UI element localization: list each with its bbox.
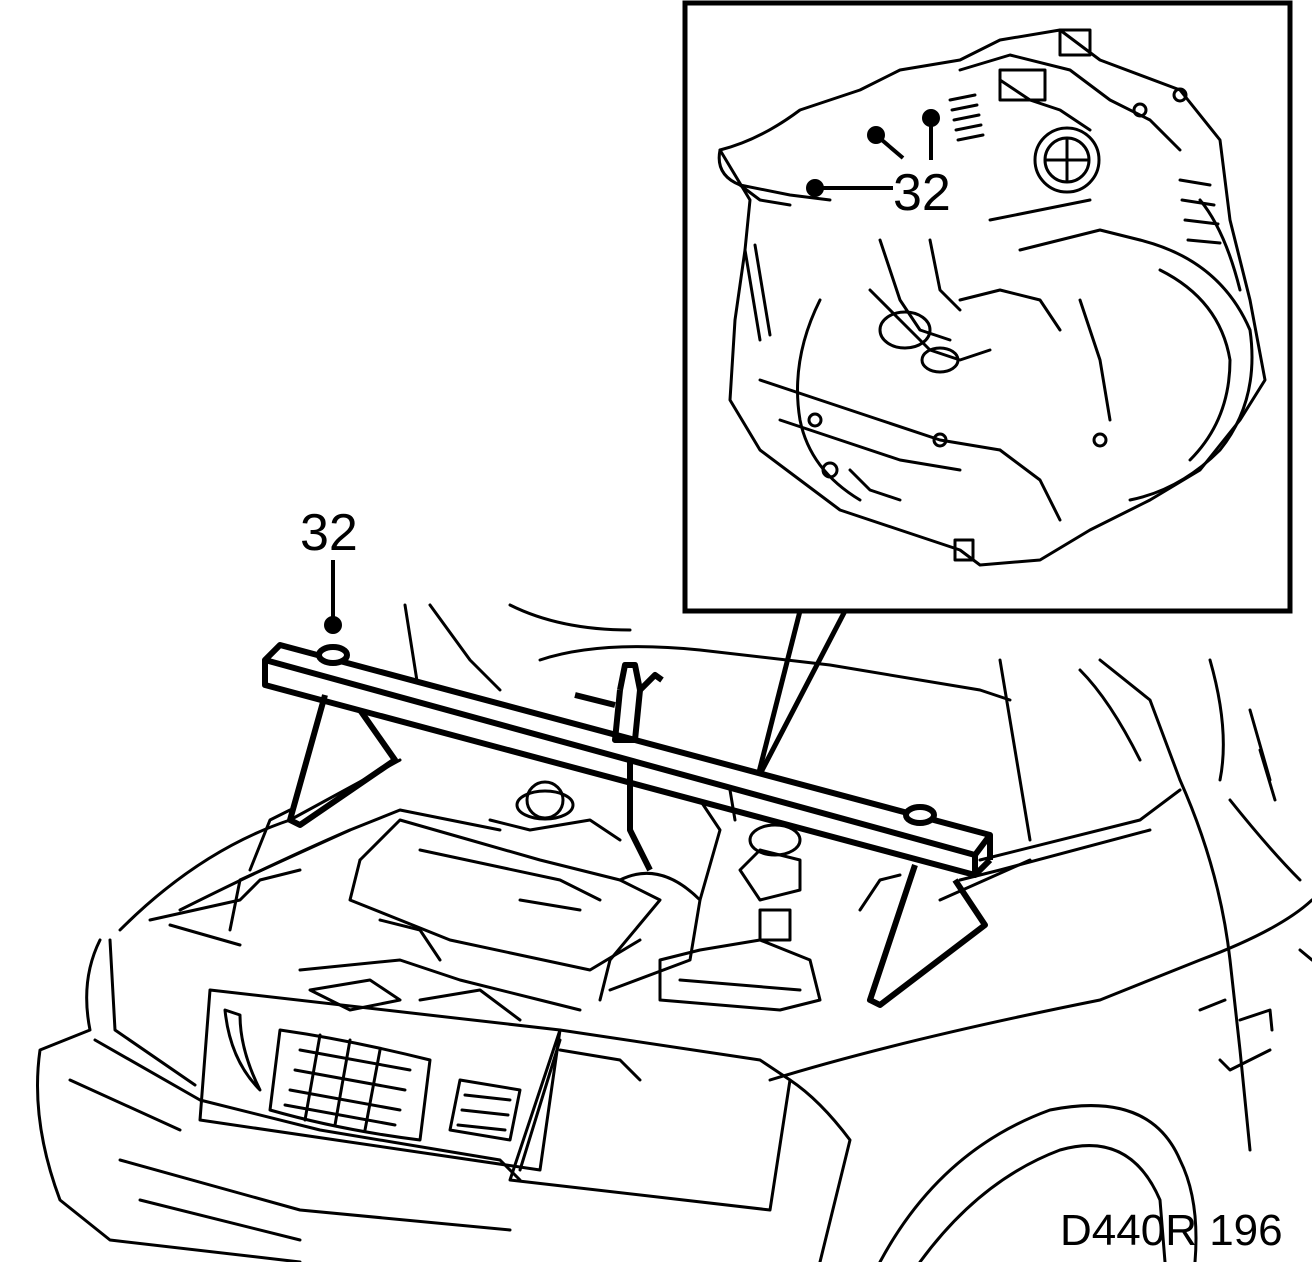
- main-callout-leader: [324, 560, 342, 634]
- gearbox-illustration: [717, 28, 1267, 567]
- inset-panel: 32: [682, 0, 1293, 782]
- inset-callout-leaders: [806, 109, 940, 197]
- figure-id: D440R 196: [1060, 1206, 1283, 1255]
- inset-callout-label: 32: [893, 164, 951, 222]
- inset-frame: [682, 0, 1293, 614]
- engine-support-beam: [262, 642, 993, 1008]
- inset-pointer: [754, 609, 848, 782]
- main-callout-label: 32: [300, 504, 358, 562]
- car-illustration: [36, 603, 1312, 1262]
